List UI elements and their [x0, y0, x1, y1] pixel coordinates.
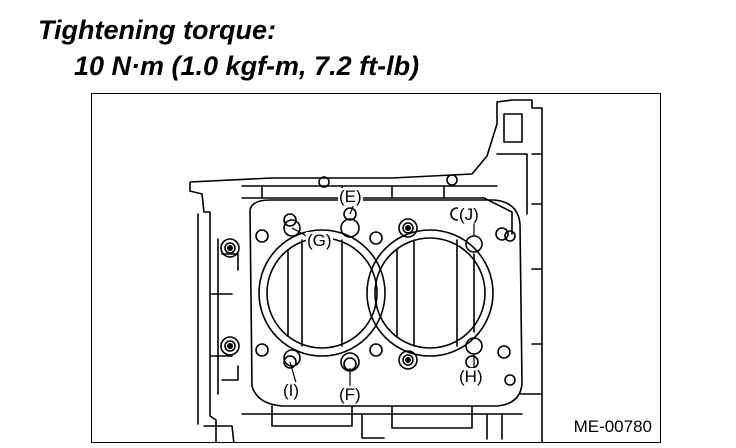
callout-e-label: (E) — [338, 187, 363, 206]
cylinder-block-drawing — [189, 99, 543, 442]
callout-h-label: (H) — [458, 367, 484, 386]
figure-id-label: ME-00780 — [573, 417, 652, 436]
callout-f-label: (F) — [338, 385, 362, 404]
callout-i-label: (I) — [282, 381, 301, 400]
torque-value: 10 N·m (1.0 kgf-m, 7.2 ft-lb) — [74, 51, 420, 81]
torque-heading: Tightening torque: — [38, 15, 276, 45]
engine-block-figure: (E) (J) (G) (I) (F) (H) ME-00780 — [91, 93, 661, 443]
callout-g-label: (G) — [306, 231, 333, 250]
callout-j-label: (J) — [458, 205, 480, 224]
